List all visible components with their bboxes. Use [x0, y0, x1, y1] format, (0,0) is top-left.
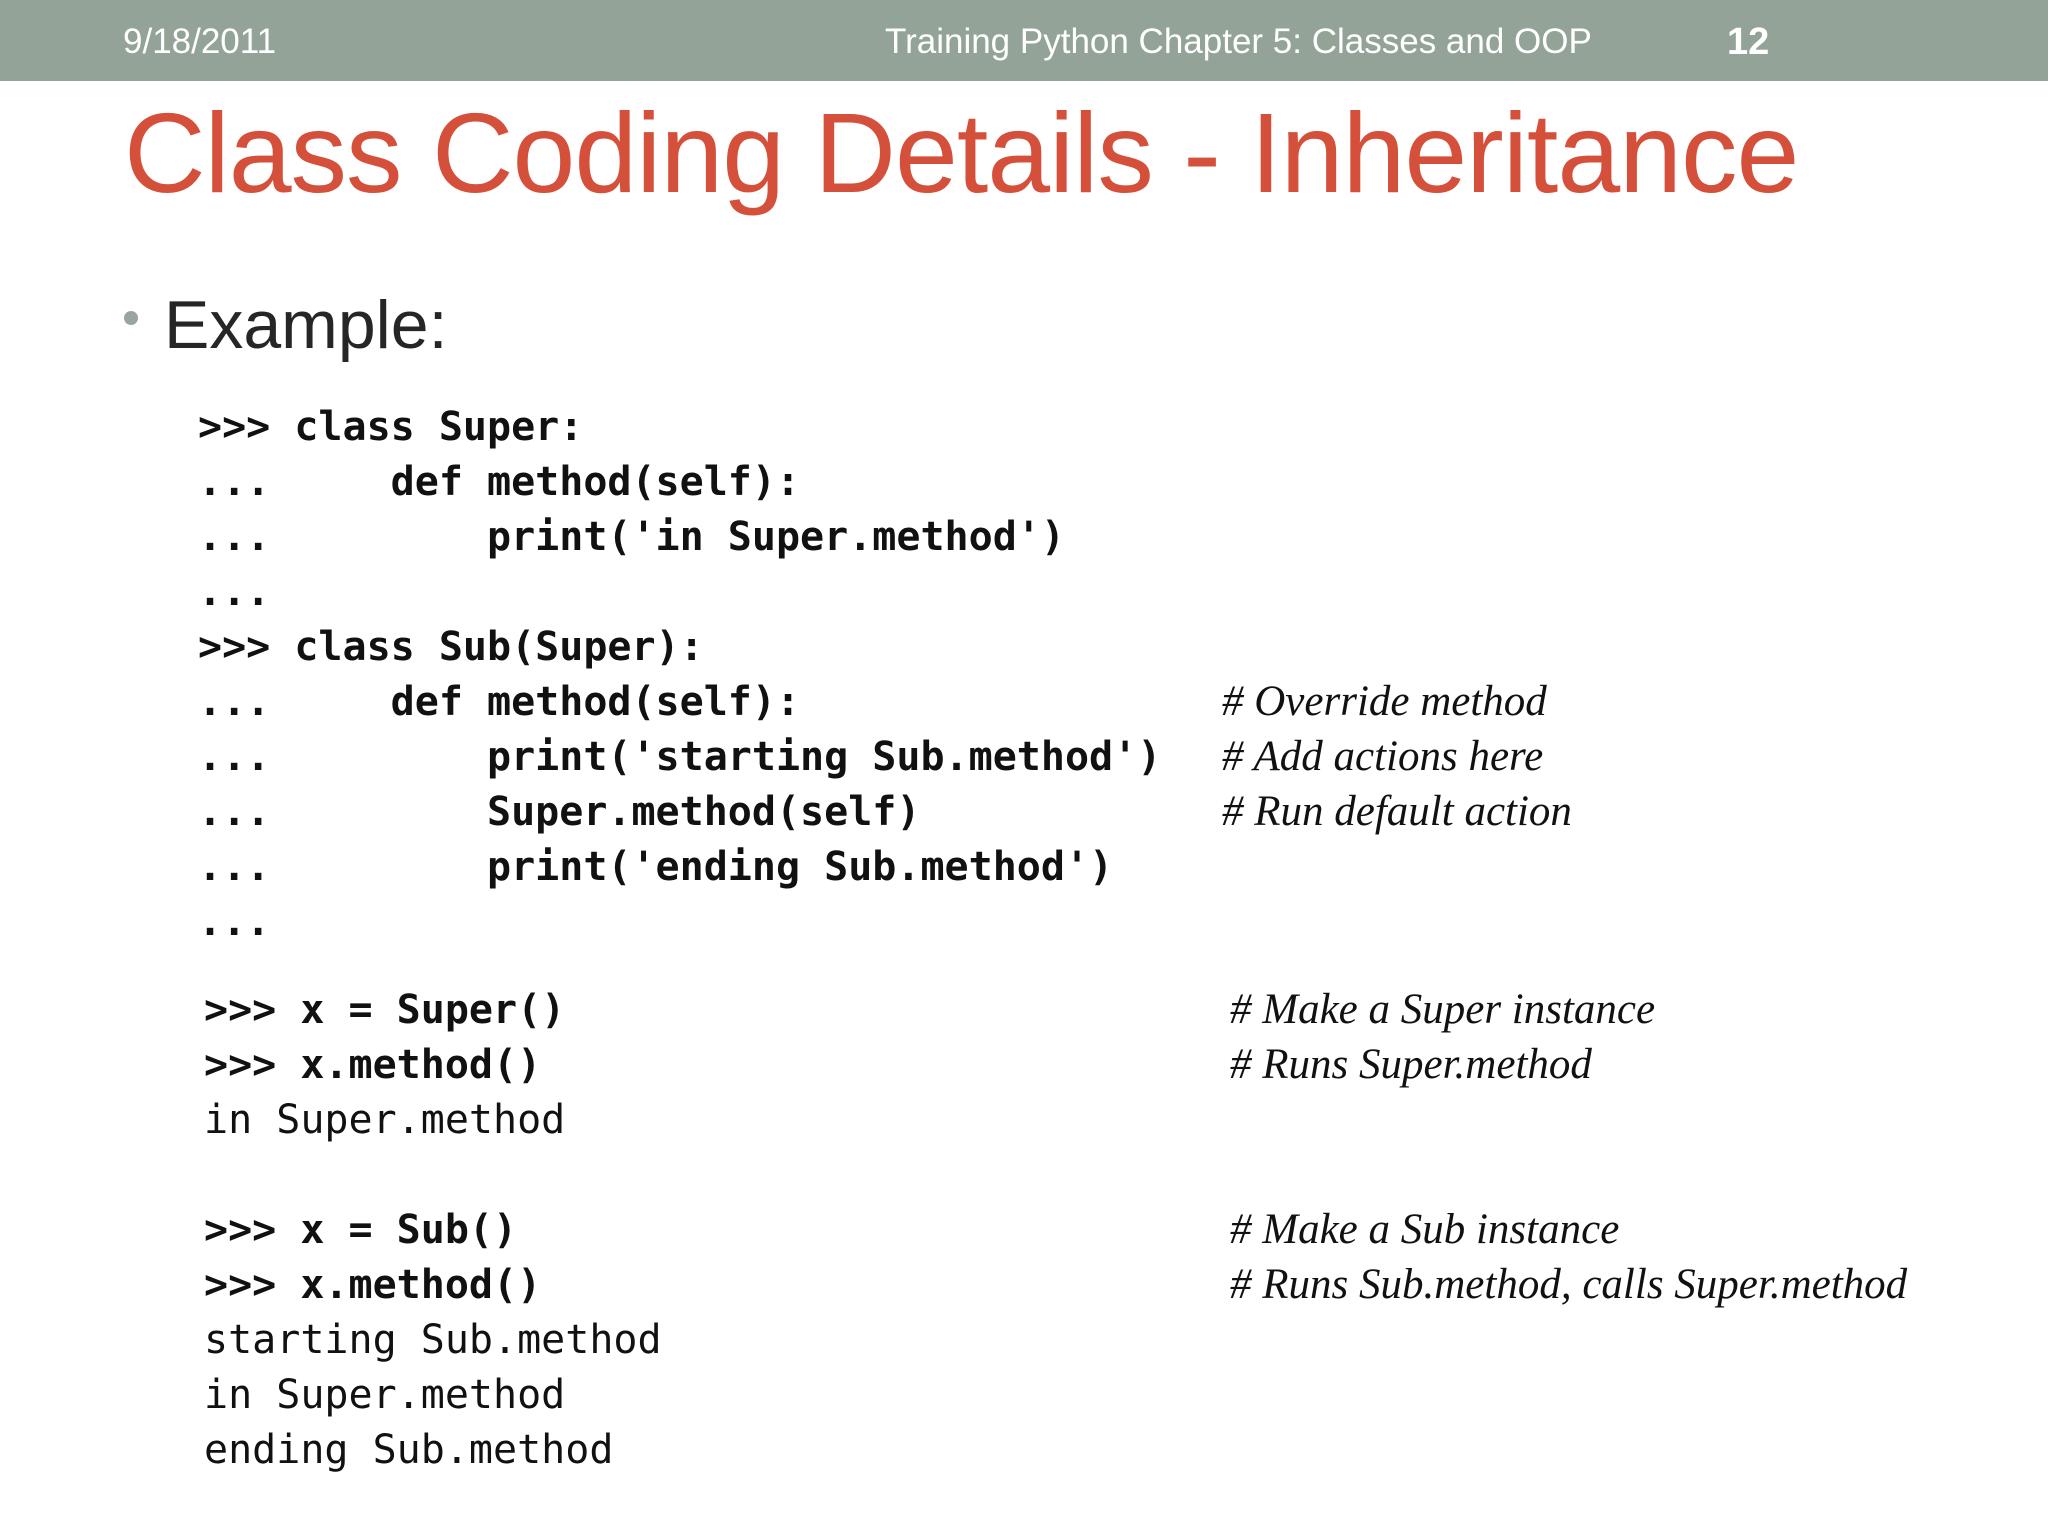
- code-comment: # Make a Sub instance: [1230, 1206, 1620, 1253]
- code-comment: # Add actions here: [1222, 733, 1544, 780]
- code-line: ... print('ending Sub.method'): [198, 844, 1114, 890]
- code-output-line: ending Sub.method: [204, 1427, 614, 1473]
- code-line: >>> x.method(): [204, 1262, 542, 1308]
- code-line: ...: [198, 569, 271, 615]
- code-line: ... print('starting Sub.method'): [198, 734, 1162, 780]
- code-line: >>> x.method(): [204, 1042, 542, 1088]
- slide-title: Class Coding Details - Inheritance: [124, 90, 1799, 216]
- code-line: >>> class Sub(Super):: [198, 624, 704, 670]
- code-line: ... def method(self):: [198, 459, 801, 505]
- code-line: >>> x = Sub(): [204, 1207, 518, 1253]
- code-line: ... def method(self):: [198, 679, 801, 725]
- code-output-line: in Super.method: [204, 1097, 566, 1143]
- bullet-text: Example:: [164, 287, 448, 363]
- code-comment: # Runs Super.method: [1230, 1041, 1592, 1088]
- code-line: ... Super.method(self): [198, 789, 921, 835]
- code-comment: # Run default action: [1222, 788, 1572, 835]
- slide-number: 12: [1727, 21, 1770, 63]
- header-date: 9/18/2011: [123, 22, 277, 61]
- code-line: >>> x = Super(): [204, 987, 566, 1033]
- code-output-line: starting Sub.method: [204, 1317, 662, 1363]
- code-line: >>> class Super:: [198, 404, 584, 450]
- code-line: ...: [198, 899, 271, 945]
- code-line: ... print('in Super.method'): [198, 514, 1065, 560]
- code-comment: # Runs Sub.method, calls Super.method: [1230, 1261, 1908, 1308]
- code-comment: # Override method: [1222, 678, 1547, 725]
- code-output-line: in Super.method: [204, 1372, 566, 1418]
- bullet-dot-icon: [124, 311, 138, 325]
- header-title: Training Python Chapter 5: Classes and O…: [885, 22, 1592, 61]
- code-comment: # Make a Super instance: [1230, 986, 1656, 1033]
- header-bar: 9/18/2011 Training Python Chapter 5: Cla…: [0, 0, 2048, 81]
